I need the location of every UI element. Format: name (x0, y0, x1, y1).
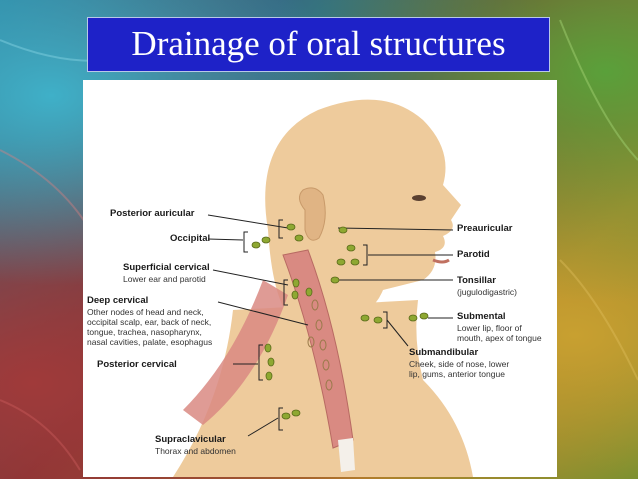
eye-shape (412, 195, 426, 201)
label-submental-sub1: Lower lip, floor of (457, 323, 522, 333)
label-submandibular-sub2: lip, gums, anterior tongue (409, 369, 505, 379)
label-preauricular: Preauricular (457, 223, 513, 234)
leader-lines (207, 214, 454, 437)
label-deep-cervical: Deep cervical (87, 295, 149, 306)
label-tonsillar-sub: (jugulodigastric) (457, 287, 517, 297)
label-superficial-cervical: Superficial cervical (123, 262, 210, 273)
lymph-nodes (251, 223, 429, 420)
label-supraclavicular: Supraclavicular (155, 434, 226, 445)
label-superficial-cervical-sub: Lower ear and parotid (123, 274, 206, 284)
label-tonsillar: Tonsillar (457, 275, 496, 286)
lips-shape (432, 258, 450, 264)
label-deep-cervical-sub4: nasal cavities, palate, esophagus (87, 337, 213, 347)
label-submental-sub2: mouth, apex of tongue (457, 333, 542, 343)
label-deep-cervical-sub3: tongue, trachea, nasopharynx, (87, 327, 202, 337)
deep-cervical-nodes (307, 299, 333, 391)
label-submandibular: Submandibular (409, 347, 479, 358)
title-box: Drainage of oral structures (87, 17, 550, 72)
label-submental: Submental (457, 311, 506, 322)
label-deep-cervical-sub2: occipital scalp, ear, back of neck, (87, 317, 212, 327)
label-posterior-auricular: Posterior auricular (110, 208, 195, 219)
slide-title: Drainage of oral structures (131, 24, 506, 63)
head-neck-illustration (173, 99, 473, 477)
label-posterior-cervical: Posterior cervical (97, 359, 177, 370)
clavicle-tendon (338, 438, 355, 472)
label-submandibular-sub1: Cheek, side of nose, lower (409, 359, 510, 369)
diagram-panel: Posterior auricular Occipital Superficia… (83, 80, 557, 477)
trapezius-muscle (183, 280, 288, 425)
label-supraclavicular-sub: Thorax and abdomen (155, 446, 236, 456)
label-deep-cervical-sub1: Other nodes of head and neck, (87, 307, 204, 317)
label-parotid: Parotid (457, 249, 490, 260)
label-occipital: Occipital (170, 233, 211, 244)
ear-shape (299, 187, 326, 241)
